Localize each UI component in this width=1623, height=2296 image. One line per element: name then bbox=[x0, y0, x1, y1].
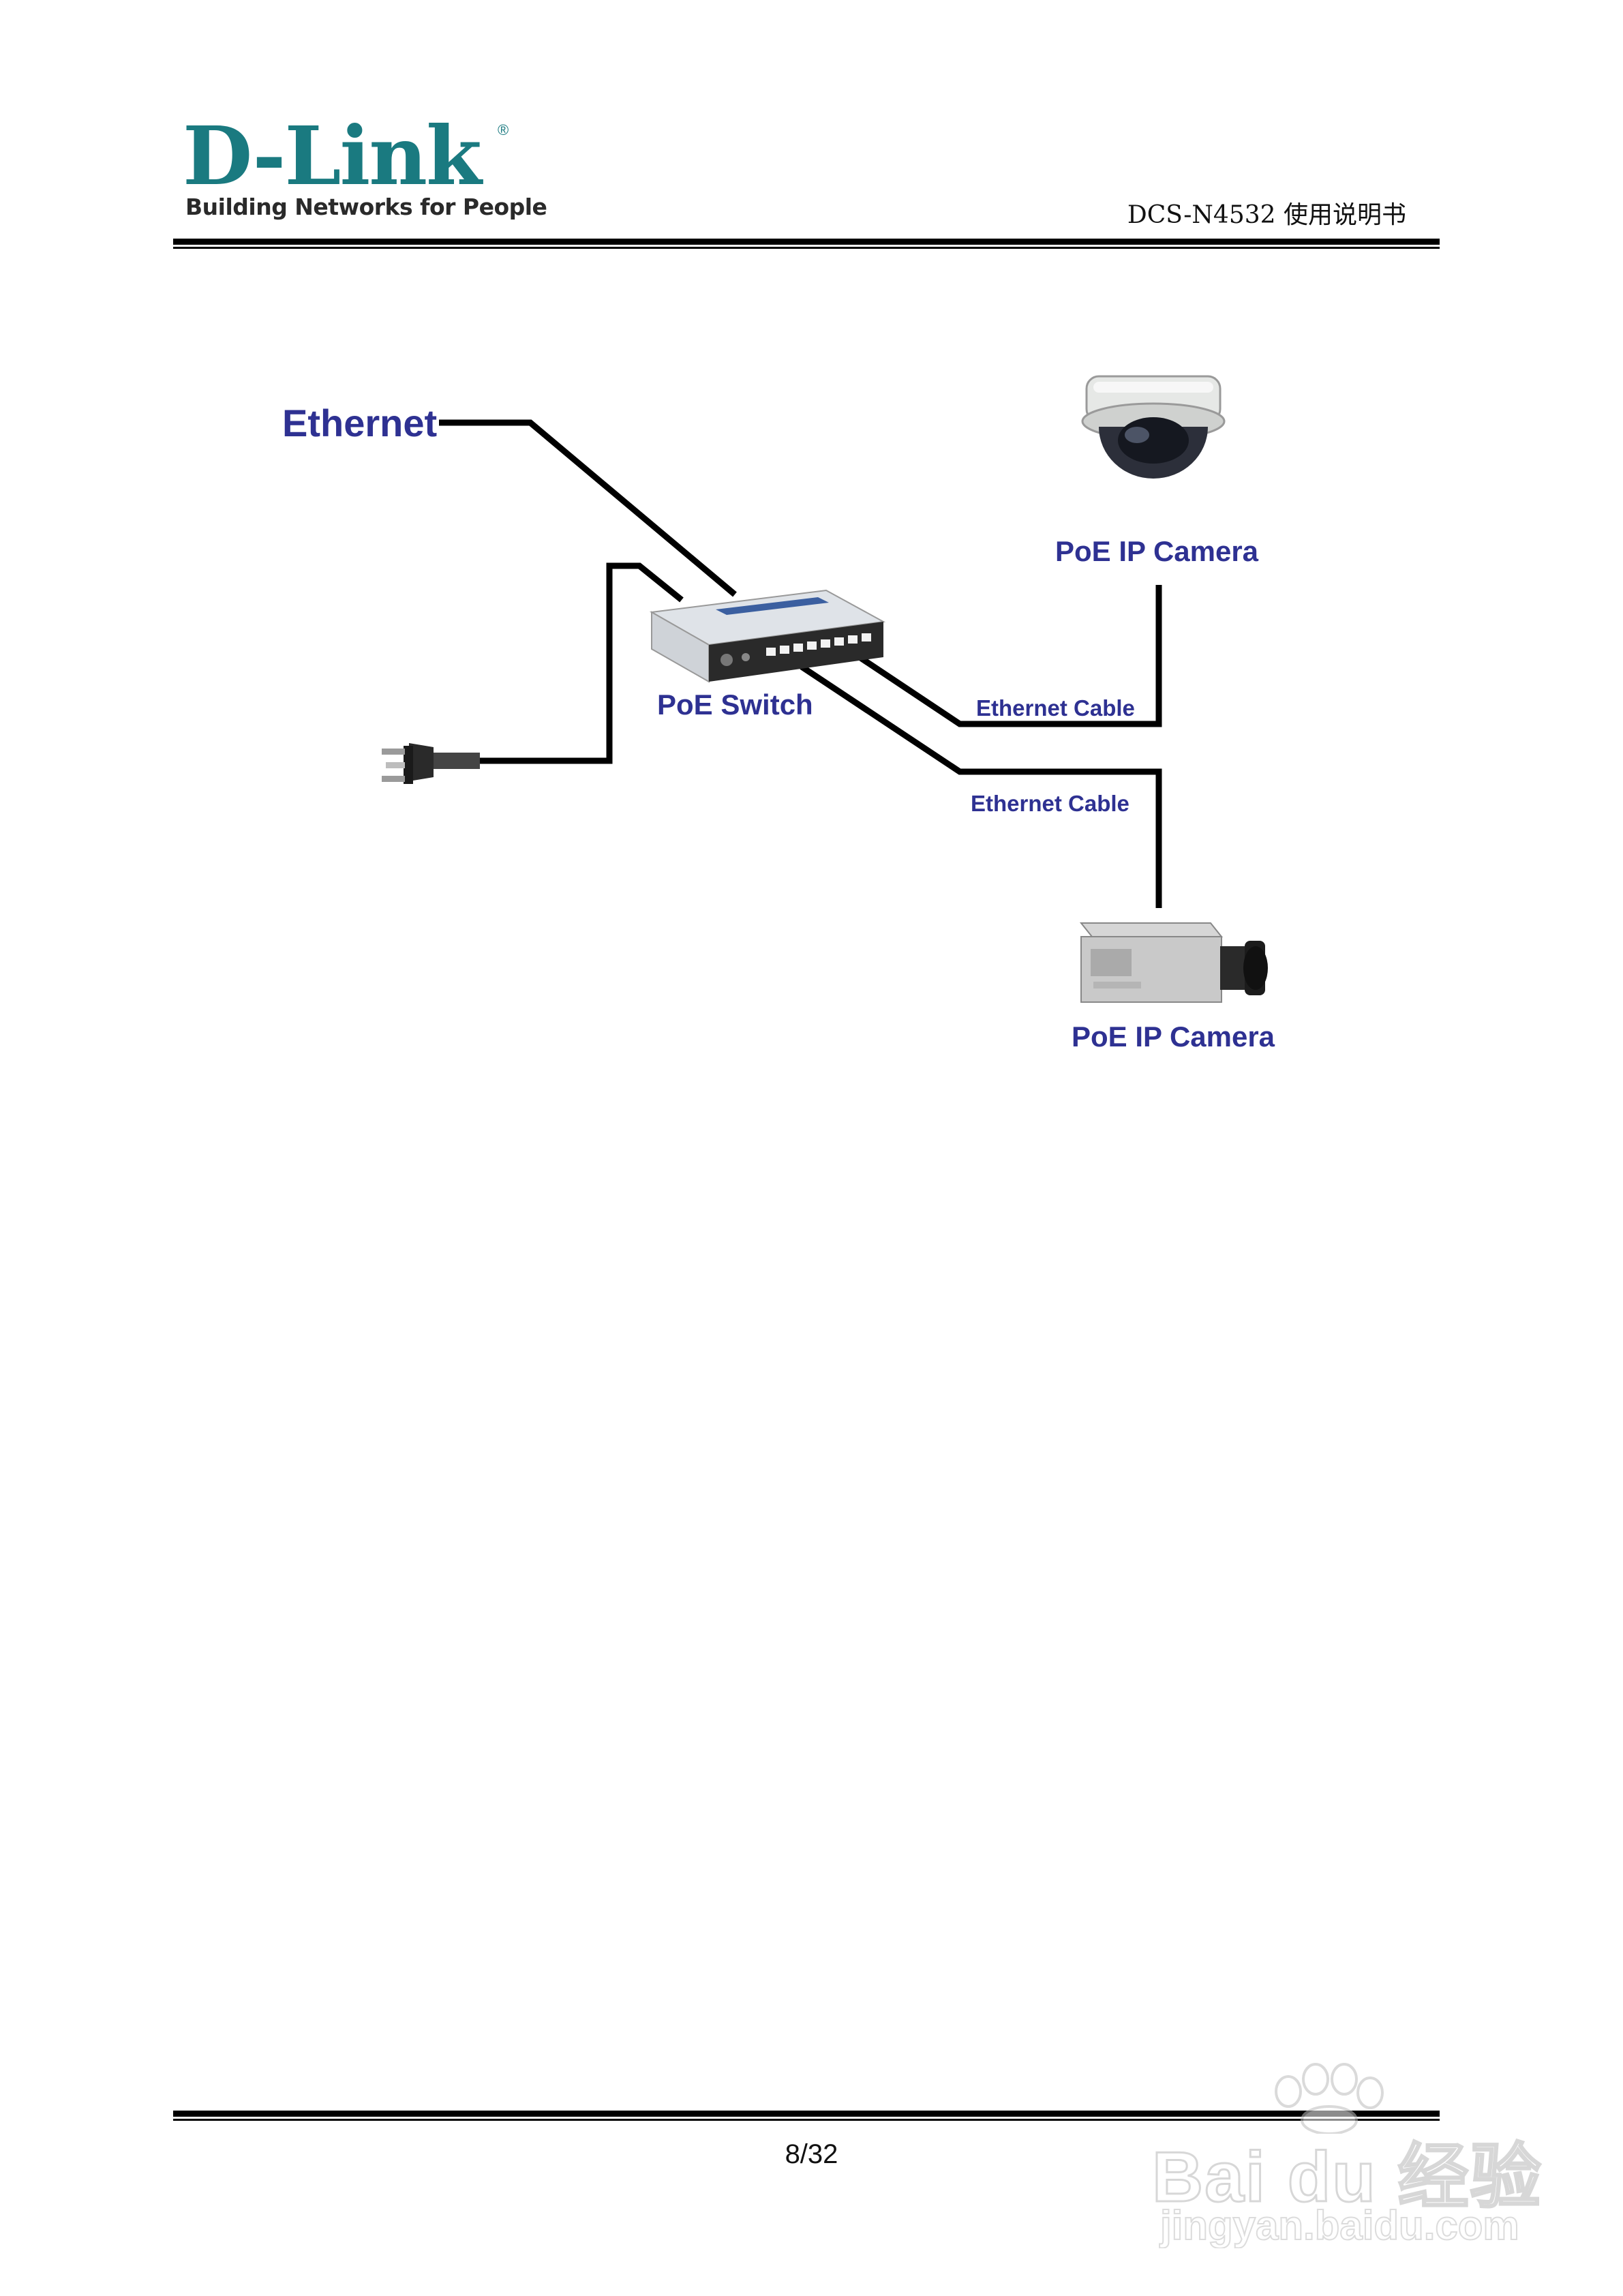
box-camera-icon bbox=[1081, 923, 1268, 1002]
switch-label: PoE Switch bbox=[657, 689, 813, 721]
ethernet-cable-label-1: Ethernet Cable bbox=[976, 695, 1135, 721]
camera-bottom-label: PoE IP Camera bbox=[1072, 1021, 1275, 1053]
ethernet-uplink-cable bbox=[439, 423, 735, 594]
poe-network-diagram bbox=[0, 0, 1623, 1159]
baidu-watermark: Bai du 经验 jingyan.baidu.com bbox=[1152, 2059, 1534, 2263]
watermark-url: jingyan.baidu.com bbox=[1160, 2202, 1519, 2249]
power-cord-cable bbox=[477, 566, 682, 761]
ethernet-label: Ethernet bbox=[282, 401, 437, 445]
poe-switch-icon bbox=[652, 590, 883, 682]
power-plug-icon bbox=[382, 743, 480, 784]
ethernet-cable-label-2: Ethernet Cable bbox=[971, 791, 1129, 817]
camera-top-label: PoE IP Camera bbox=[1055, 535, 1258, 568]
dome-camera-icon bbox=[1082, 376, 1224, 479]
